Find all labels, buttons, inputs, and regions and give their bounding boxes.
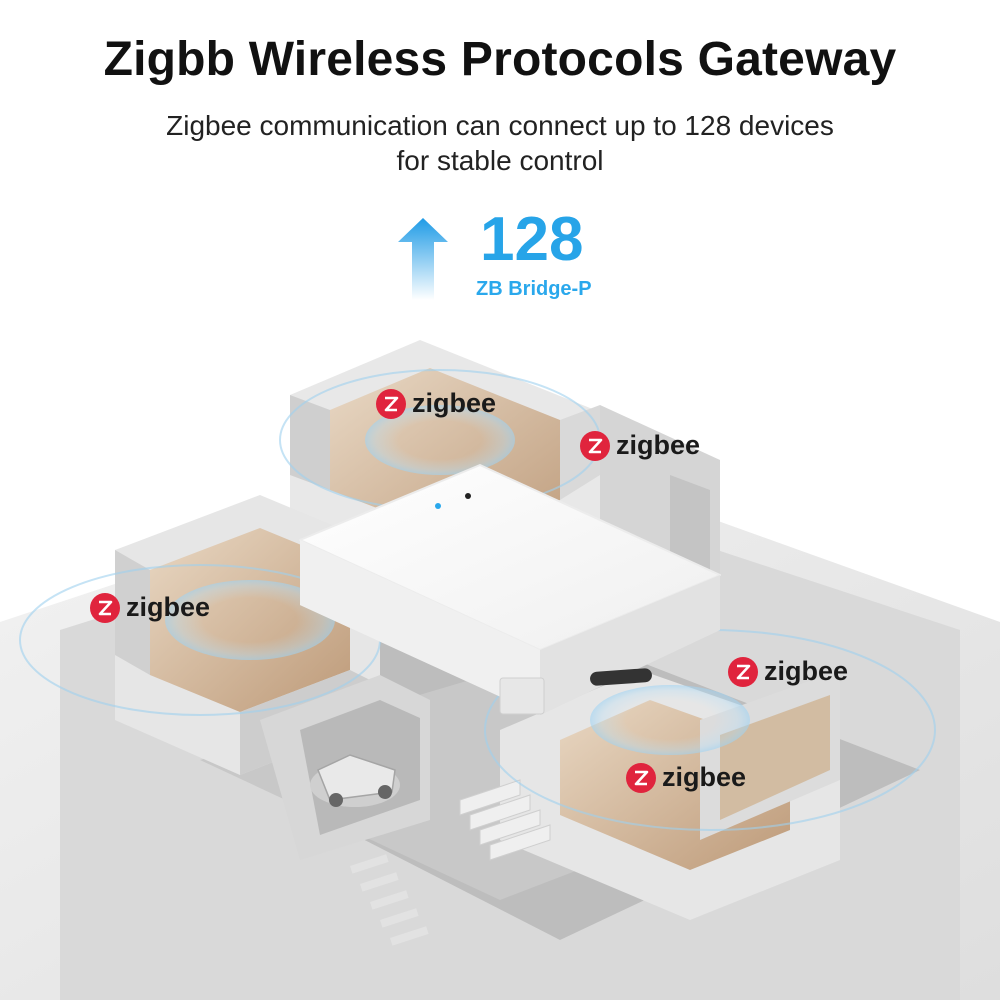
zigbee-logo-icon: [580, 430, 610, 461]
page-subtitle: Zigbee communication can connect up to 1…: [0, 108, 1000, 178]
zigbee-logo-icon: [728, 656, 758, 687]
page-title: Zigbb Wireless Protocols Gateway: [103, 33, 897, 86]
zigbee-label: zigbee: [764, 656, 849, 686]
zigbee-logo-icon: [376, 388, 406, 419]
subtitle-line-1: Zigbee communication can connect up to 1…: [166, 110, 834, 141]
device-capacity: 128 ZB Bridge-P: [390, 208, 630, 303]
zigbee-label: zigbee: [616, 430, 701, 460]
zigbee-label: zigbee: [126, 592, 211, 622]
zigbee-logo-icon: [626, 762, 656, 793]
subtitle-line-2: for stable control: [396, 145, 604, 176]
zigbee-label: zigbee: [412, 388, 497, 418]
up-arrow-icon: [398, 218, 448, 300]
zigbee-badge-left-room: zigbee: [90, 592, 210, 623]
house-illustration: zigbee zigbee zigbee zigbee zigbee: [0, 300, 1000, 1000]
model-name: ZB Bridge-P: [476, 278, 592, 300]
zigbee-logo-icon: [90, 592, 120, 623]
zigbee-badge-upper-right: zigbee: [580, 430, 700, 461]
zigbee-label: zigbee: [662, 762, 747, 792]
isometric-house: [0, 340, 1000, 1000]
zigbee-badge-upper-room: zigbee: [376, 388, 496, 419]
zigbee-badge-right-room: zigbee: [728, 656, 848, 687]
device-count: 128: [480, 205, 584, 274]
zigbee-badge-lower-room: zigbee: [626, 762, 746, 793]
